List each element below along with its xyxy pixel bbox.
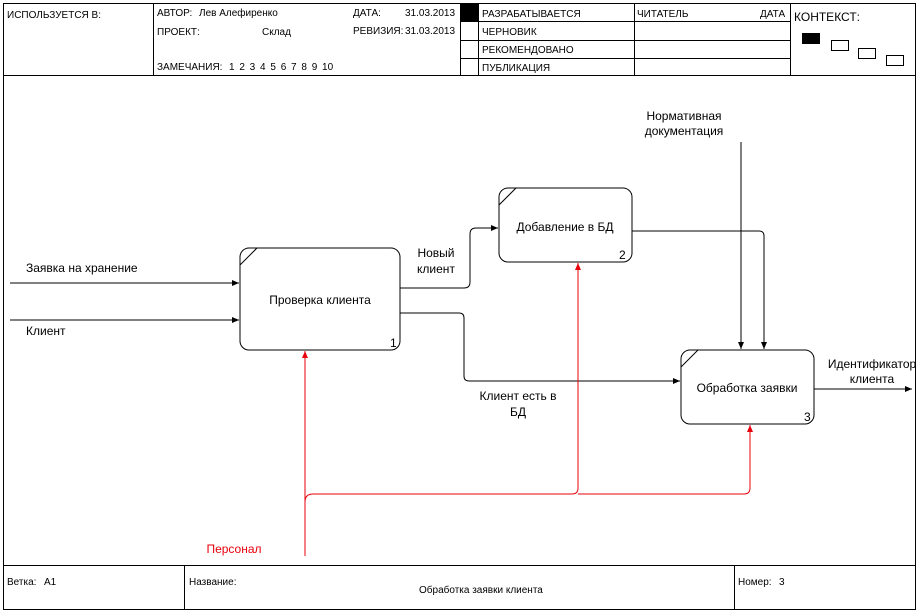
status-row-line-2: [460, 40, 790, 41]
label-client-in-db-1: Клиент есть в: [480, 389, 557, 403]
box-2-number: 2: [619, 248, 626, 262]
context-box-current: [802, 33, 820, 44]
project-label: ПРОЕКТ:: [157, 27, 200, 38]
label-output-id-1: Идентификатор: [828, 357, 917, 371]
node-value: A1: [44, 577, 57, 588]
header-divider-4: [634, 3, 635, 75]
idef0-frame: [3, 3, 916, 610]
author-value: Лев Алефиренко: [199, 8, 278, 19]
label-new-client-1: Новый: [417, 246, 454, 260]
context-box: [886, 55, 904, 66]
title-label: Название:: [189, 577, 237, 588]
author-label: АВТОР:: [157, 8, 193, 19]
label-control-docs-2: документация: [645, 124, 724, 138]
date-value: 31.03.2013: [405, 8, 456, 19]
label-mechanism-staff: Персонал: [206, 542, 261, 556]
label-client-in-db-2: БД: [510, 405, 526, 419]
footer-divider-1: [184, 565, 185, 610]
revision-value: 31.03.2013: [405, 26, 456, 37]
box-2-label: Добавление в БД: [516, 220, 613, 234]
status-publication: ПУБЛИКАЦИЯ: [482, 63, 551, 74]
node-label: Ветка:: [7, 577, 37, 588]
context-label: КОНТЕКСТ:: [794, 10, 860, 24]
revision-label: РЕВИЗИЯ:: [353, 26, 404, 37]
activity-box-2: [498, 187, 633, 263]
status-recommended: РЕКОМЕНДОВАНО: [482, 45, 574, 56]
label-output-id-2: клиента: [850, 372, 895, 386]
status-in-work-marker: [461, 4, 479, 22]
status-row-line-1: [460, 21, 790, 22]
status-in-work: РАЗРАБАТЫВАЕТСЯ: [482, 9, 581, 20]
label-control-docs-1: Нормативная: [646, 109, 721, 123]
header-bottom-border: [3, 75, 916, 76]
notes-numbers: 1 2 3 4 5 6 7 8 9 10: [229, 62, 334, 73]
number-value: 3: [779, 577, 785, 588]
activity-box-1: [239, 247, 401, 351]
used-in-label: ИСПОЛЬЗУЕТСЯ В:: [7, 10, 102, 21]
diagram-title: Обработка заявки клиента: [419, 585, 543, 596]
context-box: [858, 48, 876, 59]
status-row-line-3: [460, 58, 790, 59]
label-input-client: Клиент: [26, 324, 66, 338]
date-label: ДАТА:: [353, 8, 381, 19]
arrow-new-client: [400, 225, 498, 289]
label-new-client-2: клиент: [417, 262, 455, 276]
status-draft: ЧЕРНОВИК: [482, 27, 537, 38]
box-3-number: 3: [804, 410, 811, 424]
footer-top-border: [3, 565, 916, 566]
reader-date-label: ДАТА: [760, 9, 786, 20]
project-value: Склад: [262, 27, 291, 38]
mechanism-staff-arrows: [302, 263, 753, 556]
context-box: [831, 40, 849, 51]
arrow-box2-to-box3: [632, 230, 767, 349]
footer-divider-2: [734, 565, 735, 610]
box-3-label: Обработка заявки: [697, 381, 798, 395]
header-divider-5: [790, 3, 791, 75]
header-divider-1: [153, 3, 154, 75]
label-input-request: Заявка на хранение: [26, 261, 138, 275]
reader-label: ЧИТАТЕЛЬ: [637, 9, 689, 20]
box-1-label: Проверка клиента: [269, 293, 371, 307]
header-divider-3: [478, 3, 479, 75]
arrow-client-in-db: [400, 312, 680, 384]
activity-box-3: [680, 349, 815, 425]
notes-label: ЗАМЕЧАНИЯ:: [157, 62, 223, 73]
box-1-number: 1: [390, 336, 397, 350]
number-label: Номер:: [738, 577, 772, 588]
header-divider-2: [460, 3, 461, 75]
